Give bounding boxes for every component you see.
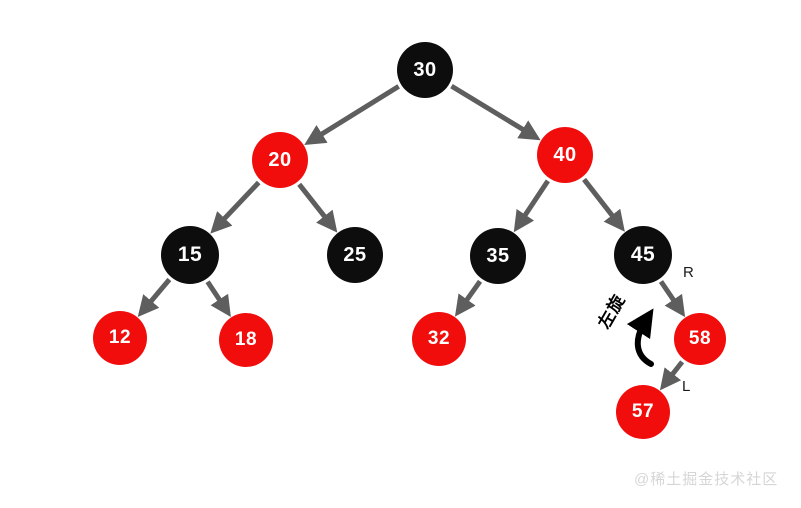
tree-node-label: 15 xyxy=(177,243,203,266)
edges-group xyxy=(137,83,686,391)
tree-node-32[interactable]: 32 xyxy=(412,312,466,366)
tree-edge-n30-n40 xyxy=(450,83,541,141)
tree-edge-n58-n57 xyxy=(659,360,685,391)
label-r: R xyxy=(683,264,694,281)
tree-node-12[interactable]: 12 xyxy=(93,311,147,365)
left-rotation-curved-arrow xyxy=(626,308,654,367)
tree-edge-n20-n25 xyxy=(297,182,338,233)
label-l: L xyxy=(682,378,691,395)
tree-edge-n40-n35 xyxy=(513,179,550,233)
tree-node-label: 35 xyxy=(486,244,510,267)
tree-node-label: 18 xyxy=(234,329,258,350)
tree-node-40[interactable]: 40 xyxy=(537,127,593,183)
tree-node-label: 20 xyxy=(268,148,292,171)
tree-node-label: 57 xyxy=(631,401,655,422)
tree-edge-n30-n20 xyxy=(304,84,400,145)
tree-node-label: 30 xyxy=(413,58,437,81)
tree-node-35[interactable]: 35 xyxy=(470,228,526,284)
tree-node-25[interactable]: 25 xyxy=(327,227,383,283)
tree-edge-n15-n18 xyxy=(205,280,231,318)
tree-edge-n45-n58 xyxy=(658,280,686,318)
tree-node-18[interactable]: 18 xyxy=(219,313,273,367)
watermark: @稀土掘金技术社区 xyxy=(634,471,779,488)
tree-node-label: 40 xyxy=(553,143,577,166)
tree-node-label: 12 xyxy=(108,327,132,348)
tree-node-45[interactable]: 45 xyxy=(614,226,672,284)
tree-node-label: 32 xyxy=(427,328,451,349)
tree-node-20[interactable]: 20 xyxy=(252,132,308,188)
tree-node-label: 45 xyxy=(630,243,656,266)
tree-node-label: 58 xyxy=(688,328,712,349)
tree-edge-n40-n45 xyxy=(582,177,625,232)
tree-node-30[interactable]: 30 xyxy=(397,42,453,98)
tree-node-57[interactable]: 57 xyxy=(616,385,670,439)
tree-edge-n20-n15 xyxy=(210,180,261,234)
tree-node-15[interactable]: 15 xyxy=(161,226,219,284)
tree-node-label: 25 xyxy=(343,243,367,266)
tree-node-58[interactable]: 58 xyxy=(674,313,726,365)
tree-edge-n15-n12 xyxy=(137,277,172,317)
tree-edge-n35-n32 xyxy=(454,279,483,317)
